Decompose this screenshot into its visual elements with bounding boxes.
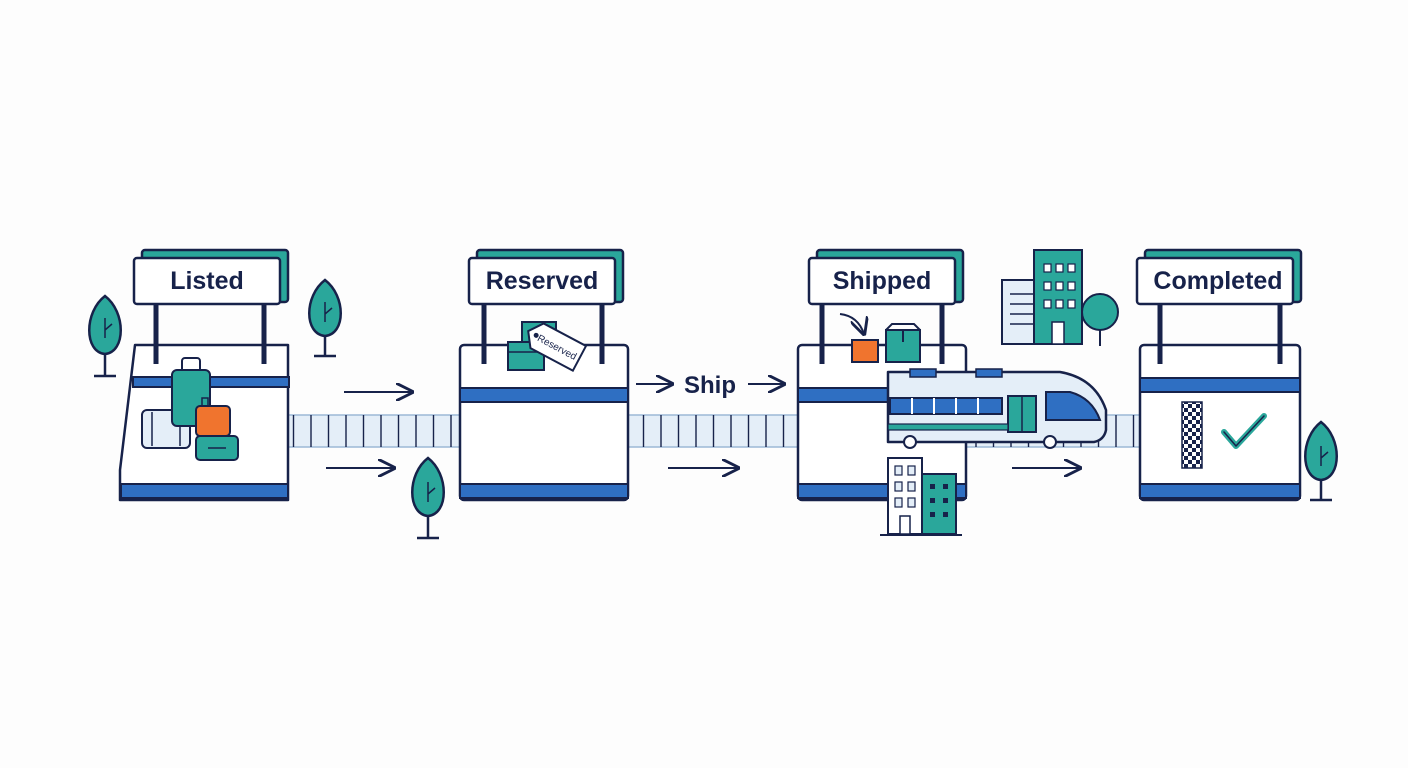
station-completed: Completed <box>1135 248 1303 502</box>
station-label-listed: Listed <box>170 267 244 295</box>
station-label-reserved: Reserved <box>486 267 599 295</box>
station-label-shipped: Shipped <box>833 267 932 295</box>
price-tag-icon: Reserved <box>527 322 588 373</box>
tree-icon <box>88 294 122 378</box>
finish-flag <box>1181 401 1203 469</box>
station-label-completed: Completed <box>1153 267 1282 295</box>
tree-icon <box>411 456 445 540</box>
package-icon <box>839 313 921 363</box>
transition-label-ship: Ship <box>684 372 736 399</box>
luggage-icon <box>141 357 239 461</box>
building-icon <box>1001 249 1119 346</box>
tree-icon <box>308 278 342 358</box>
station-listed: Listed <box>118 248 290 502</box>
station-reserved: Reserved Reserved <box>458 248 630 502</box>
train-icon <box>886 368 1108 449</box>
building-icon <box>880 457 962 536</box>
tree-icon <box>1304 420 1338 502</box>
